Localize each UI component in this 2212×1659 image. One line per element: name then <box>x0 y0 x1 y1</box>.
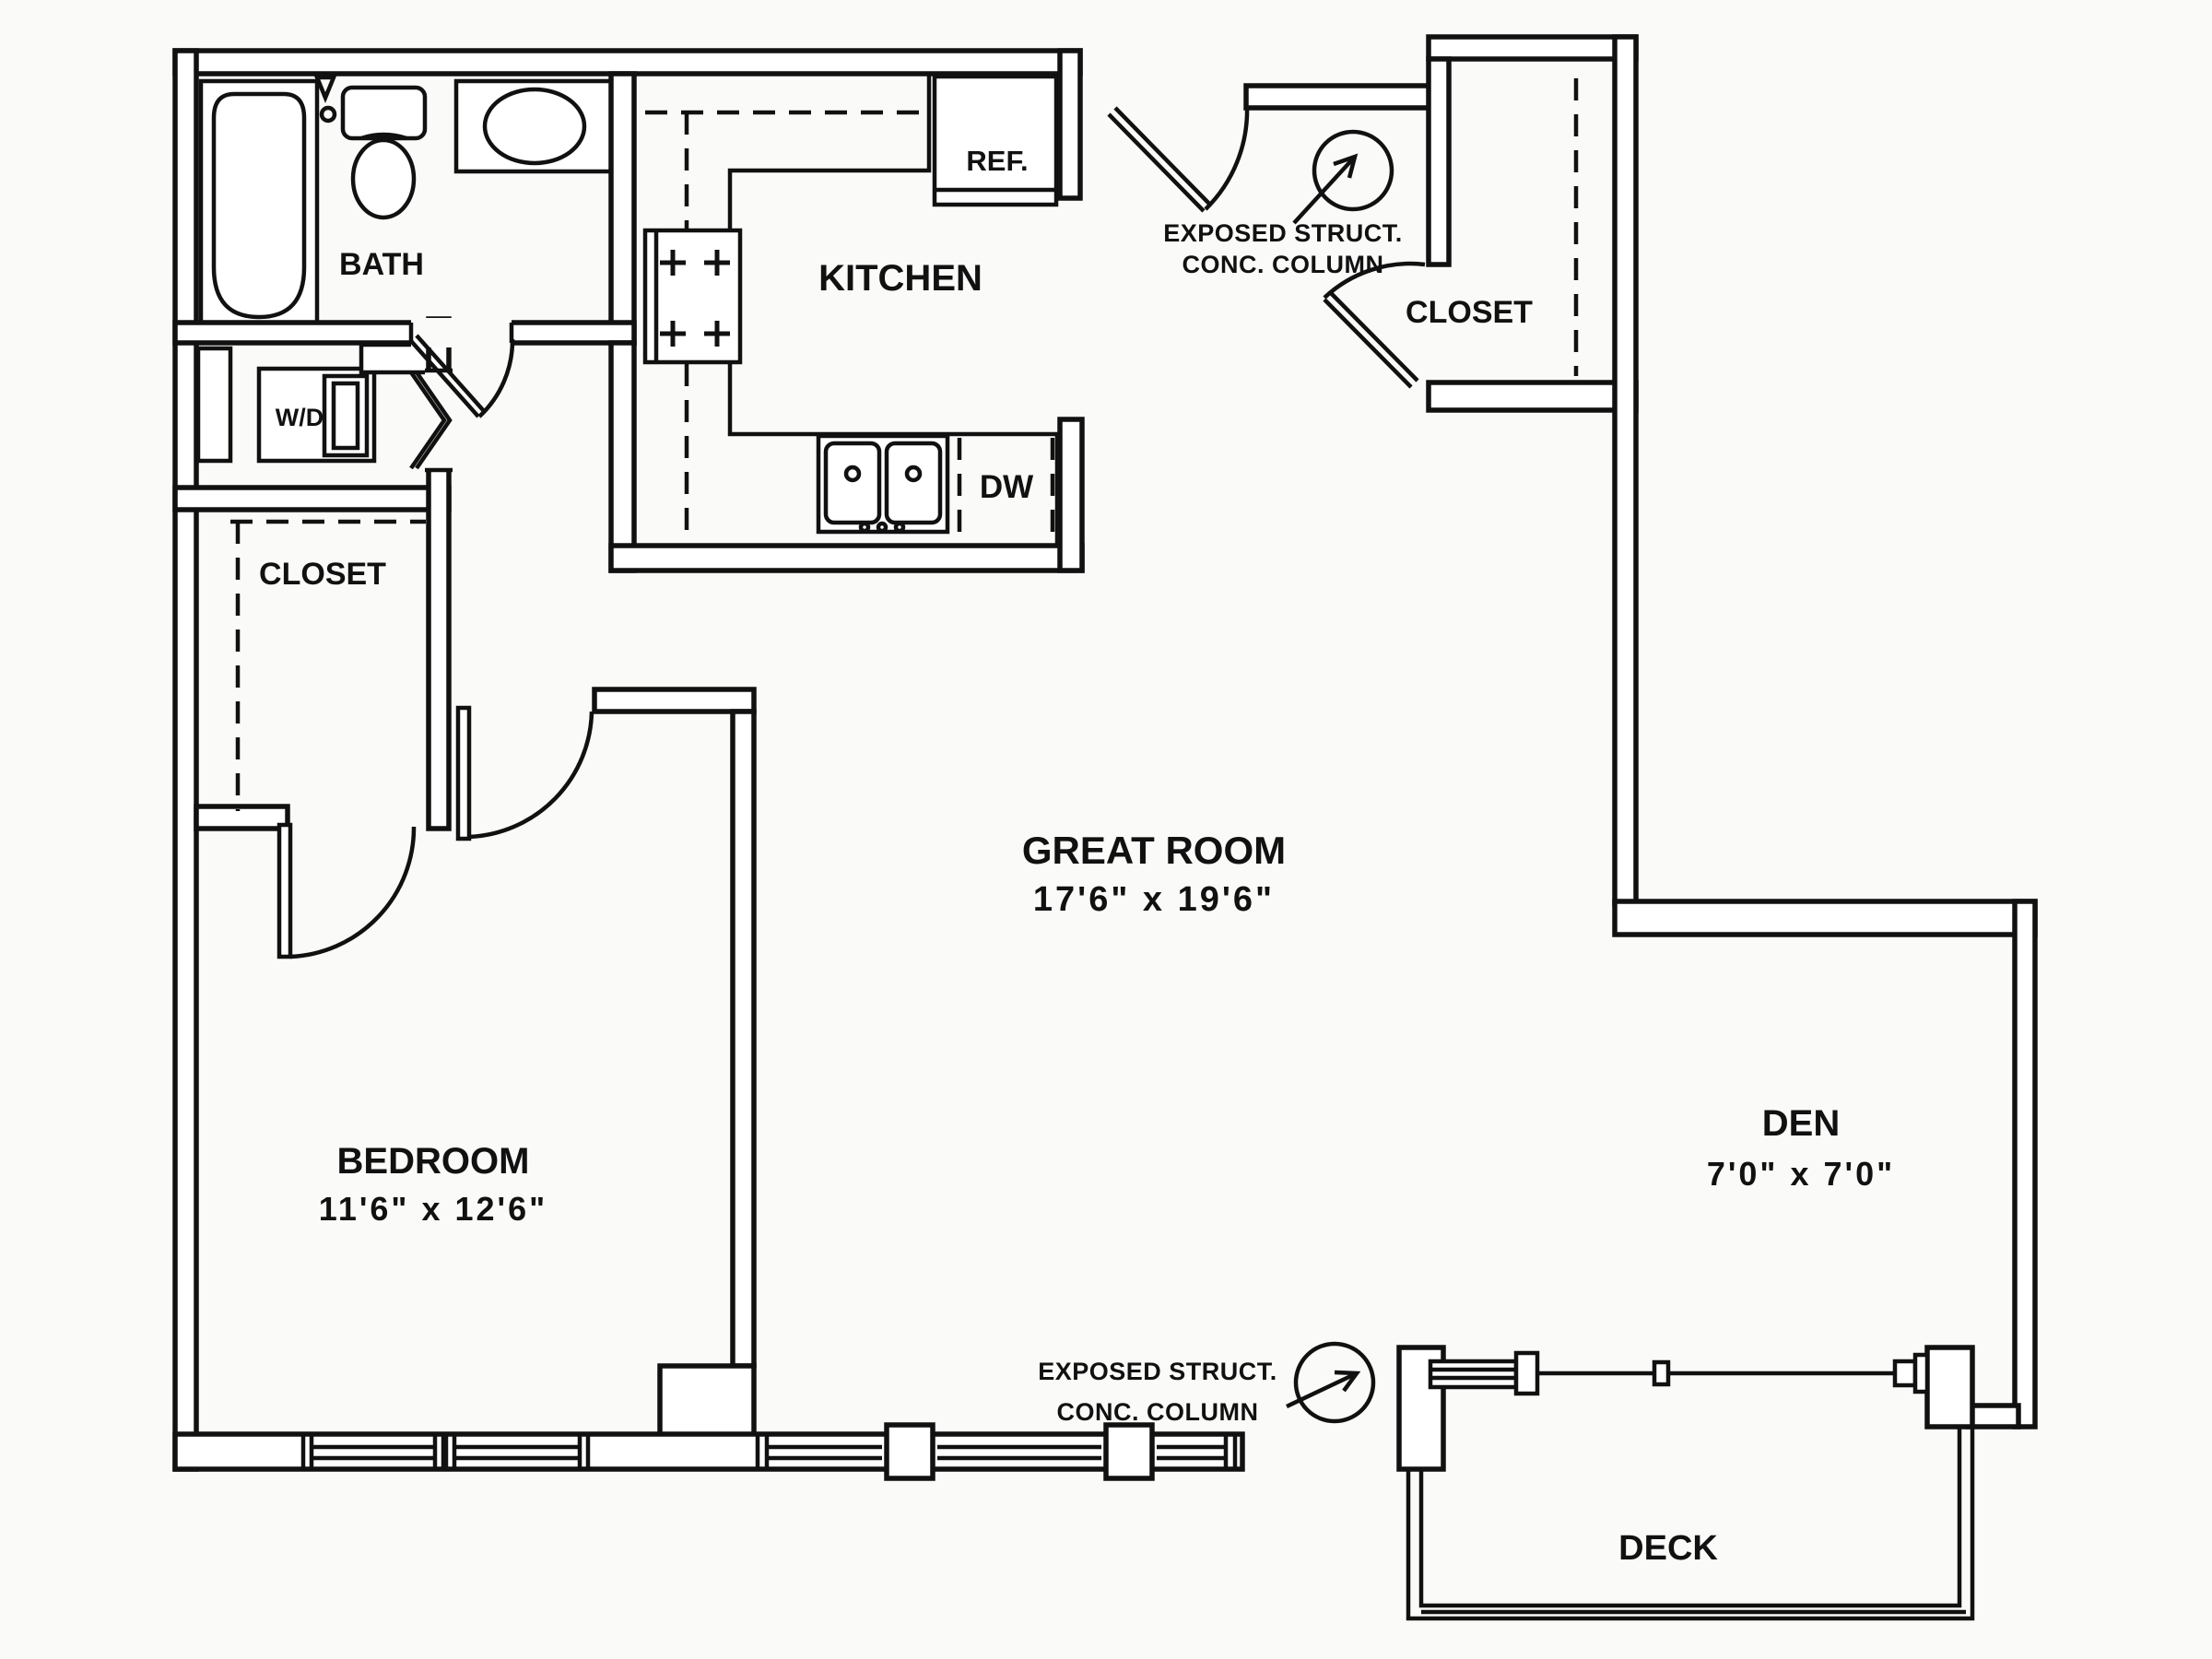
great-room-dims: 17'6" x 19'6" <box>1033 880 1275 919</box>
bedroom-door-icon <box>455 705 594 841</box>
washer-dryer-label: W/D <box>276 404 324 431</box>
bath-door-icon <box>409 334 515 418</box>
kitchen-label: KITCHEN <box>818 258 982 299</box>
laundry-door-icon <box>409 371 453 470</box>
deck-railing <box>1406 1427 1975 1621</box>
utility-chase-icon <box>195 346 233 464</box>
den-dims: 7'0" x 7'0" <box>1707 1155 1895 1193</box>
dishwasher-label: DW <box>980 469 1033 505</box>
kitchen-sink-icon <box>816 433 950 535</box>
entry-column-note-line2: CONC. COLUMN <box>1182 251 1384 278</box>
walls <box>172 34 2038 1472</box>
dishwasher-icon <box>957 438 1055 542</box>
entry-door-icon <box>1107 106 1250 213</box>
entry-column-note-line1: EXPOSED STRUCT. <box>1163 219 1403 247</box>
wall-openings <box>408 318 514 473</box>
labels: BATH W/D CLOSET KITCHEN REF. DW CLOSET G… <box>259 145 1895 1568</box>
great-room-label: GREAT ROOM <box>1022 829 1286 872</box>
deck-rail-top <box>1537 1352 1930 1394</box>
entry-column-icon <box>1292 129 1394 225</box>
deck-column-icon <box>1286 1341 1376 1424</box>
bath-label: BATH <box>339 247 424 282</box>
deck-label: DECK <box>1618 1529 1718 1568</box>
windows <box>300 1434 1238 1469</box>
bathroom-sink-icon <box>453 78 614 174</box>
deck-column-note-line2: CONC. COLUMN <box>1057 1398 1259 1426</box>
structural-column-blocks <box>884 1422 1155 1481</box>
den-label: DEN <box>1762 1103 1840 1144</box>
toilet-icon <box>340 85 428 220</box>
fridge-label: REF. <box>966 145 1028 177</box>
deck-assembly <box>1406 1350 1975 1621</box>
deck-column-note-line1: EXPOSED STRUCT. <box>1038 1358 1277 1385</box>
closet-door-icon <box>276 822 417 959</box>
entry-closet-label: CLOSET <box>1406 295 1533 330</box>
entry-closet-door-icon <box>1323 261 1426 389</box>
closet-rod-lines <box>230 78 1579 811</box>
bedroom-dims: 11'6" x 12'6" <box>319 1190 547 1228</box>
fridge-icon <box>932 74 1059 207</box>
bedroom-label: BEDROOM <box>337 1141 530 1182</box>
doors <box>276 106 1426 959</box>
sliding-door-icon <box>1428 1350 1540 1396</box>
closet-left-label: CLOSET <box>259 557 386 592</box>
washer-dryer-icon <box>256 366 377 464</box>
stove-icon <box>642 228 743 365</box>
bathtub-icon <box>198 75 337 333</box>
